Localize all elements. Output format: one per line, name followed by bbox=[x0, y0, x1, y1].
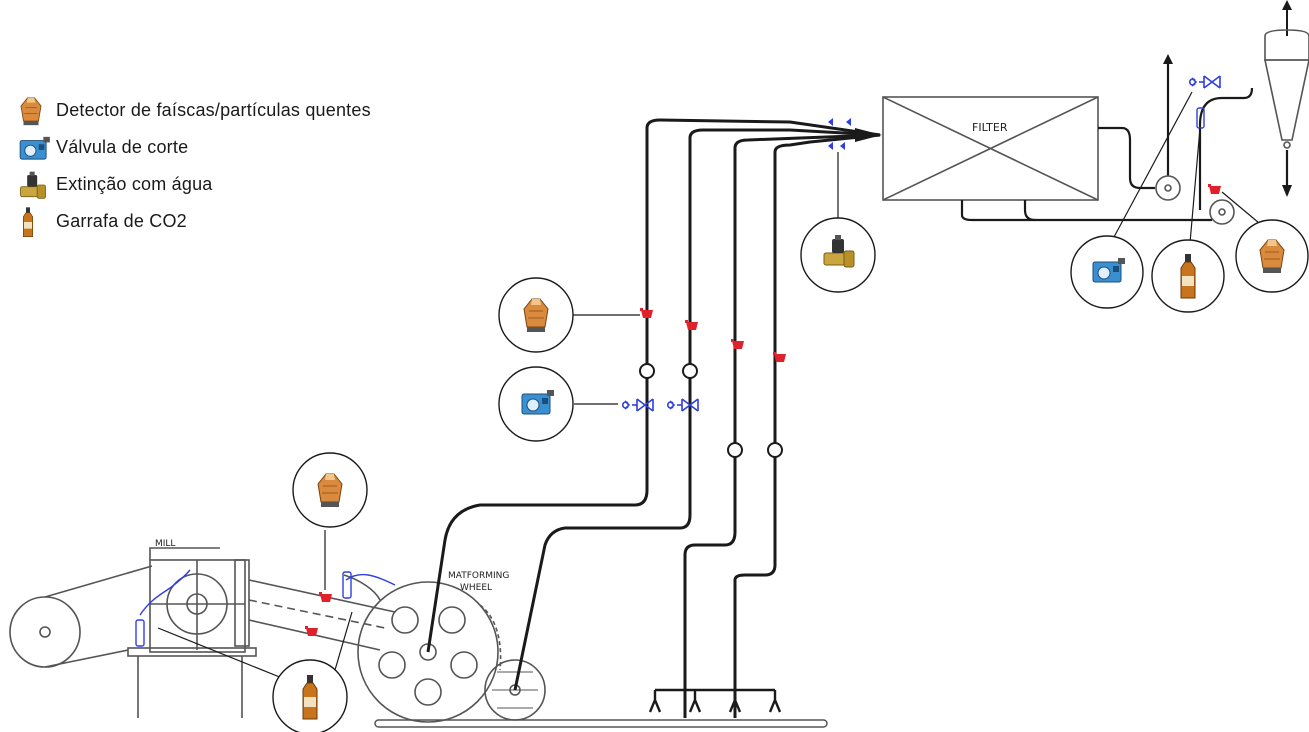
callout-valve-1 bbox=[498, 366, 574, 442]
suction-pipes bbox=[426, 118, 881, 718]
matforming-label-line2: WHEEL bbox=[460, 583, 492, 593]
co2-bottle-icon bbox=[18, 206, 56, 237]
co2-cylinder-mark bbox=[1196, 107, 1205, 129]
cyclone bbox=[1264, 29, 1309, 149]
water-nozzle-marks bbox=[828, 118, 851, 150]
co2-hoses bbox=[135, 569, 396, 647]
conveyor-rail bbox=[374, 719, 828, 728]
input-roll bbox=[9, 565, 153, 668]
legend-item-valve: Válvula de corte bbox=[18, 129, 371, 166]
callout-bottle-2 bbox=[1151, 239, 1225, 313]
cyclone-outlet-arrow bbox=[1282, 0, 1292, 10]
inlet-arrow bbox=[855, 128, 882, 142]
pipe-loops bbox=[639, 363, 783, 458]
legend-item-bottle: Garrafa de CO2 bbox=[18, 203, 371, 240]
callout-detector-3 bbox=[1235, 219, 1309, 293]
valve-marks bbox=[621, 75, 1221, 412]
matforming-wheel bbox=[343, 574, 502, 723]
legend-item-detector: Detector de faíscas/partículas quentes bbox=[18, 92, 371, 129]
stack-arrow-1 bbox=[1163, 54, 1173, 64]
legend-label-detector: Detector de faíscas/partículas quentes bbox=[56, 100, 371, 120]
callout-bottle-1 bbox=[272, 659, 348, 732]
legend-item-water: Extinção com água bbox=[18, 166, 371, 203]
callout-detector-2 bbox=[292, 452, 368, 528]
callout-valve-2 bbox=[1070, 235, 1144, 309]
legend-label-bottle: Garrafa de CO2 bbox=[56, 211, 187, 231]
cyclone-drop-arrow bbox=[1282, 185, 1292, 197]
callout-detector-1 bbox=[498, 277, 574, 353]
legend-label-valve: Válvula de corte bbox=[56, 137, 189, 157]
spark-detector-icon bbox=[18, 96, 56, 126]
legend: Detector de faíscas/partículas quentes V… bbox=[18, 92, 371, 240]
filter-outlets bbox=[960, 60, 1289, 222]
filter-label: FILTER bbox=[972, 121, 1008, 134]
legend-label-water: Extinção com água bbox=[56, 174, 213, 194]
mill-label: MILL bbox=[155, 539, 175, 549]
callout-leaders bbox=[157, 91, 1266, 681]
filter-unit bbox=[882, 96, 1099, 201]
mill bbox=[127, 547, 257, 718]
fans bbox=[1155, 175, 1235, 225]
bottom-manifold bbox=[648, 688, 782, 713]
shutoff-valve-icon bbox=[18, 133, 56, 163]
matforming-label-line1: MATFORMING bbox=[448, 571, 509, 581]
callout-water bbox=[800, 217, 876, 293]
water-extinguishing-icon bbox=[18, 170, 56, 200]
